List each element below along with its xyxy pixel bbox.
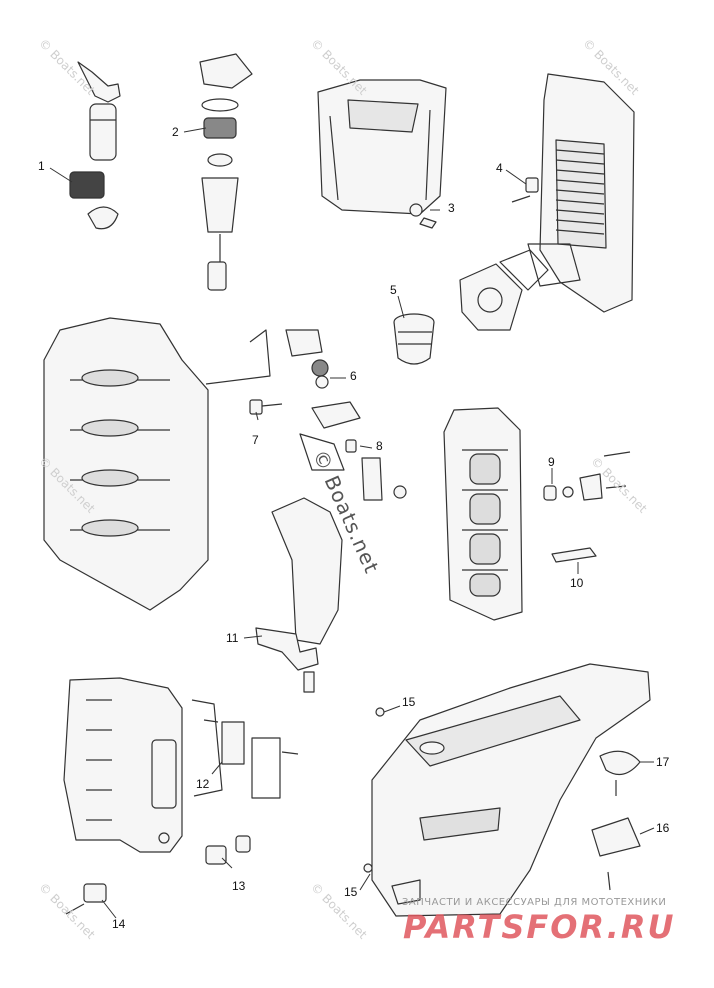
sleeve-parts (65, 835, 251, 915)
callout-15-bottom: 15 (344, 885, 358, 899)
callout-17: 17 (656, 755, 670, 769)
callout-14: 14 (112, 917, 126, 931)
callout-13: 13 (232, 879, 246, 893)
callout-15-top: 15 (402, 695, 416, 709)
shop-tagline: ЗАПЧАСТИ И АКСЕССУАРЫ ДЛЯ МОТОТЕХНИКИ (402, 897, 667, 908)
callout-11: 11 (226, 631, 239, 645)
callout-5: 5 (390, 283, 397, 297)
callout-6: 6 (350, 369, 357, 383)
cylinder-block (43, 317, 209, 611)
thermostat-parts (249, 359, 407, 501)
callout-4: 4 (496, 161, 503, 175)
sensor-parts (543, 451, 631, 563)
oil-pan (317, 79, 447, 229)
callout-10: 10 (570, 576, 584, 590)
callout-2: 2 (172, 125, 179, 139)
exhaust-manifold-cover (511, 73, 635, 313)
fuel-filter-assembly (199, 53, 253, 291)
callout-3: 3 (448, 201, 455, 215)
callout-7: 7 (252, 433, 259, 447)
mount-bracket (255, 497, 343, 693)
leader-lines (49, 127, 655, 919)
shift-bracket (591, 817, 641, 891)
gasket-plate (205, 329, 323, 385)
water-pump-impeller (599, 750, 641, 796)
callout-8: 8 (376, 439, 383, 453)
callout-9: 9 (548, 455, 555, 469)
lower-unit-case (363, 663, 651, 917)
shop-logo: PARTSFOR.RU (403, 908, 676, 946)
callout-16: 16 (656, 821, 670, 835)
thermostat-housing (459, 243, 581, 331)
intake-manifold (63, 677, 183, 853)
cylinder-head (443, 407, 523, 621)
intake-gasket-parts (191, 699, 299, 799)
callout-1: 1 (38, 159, 45, 173)
fuel-pump-assembly (69, 61, 121, 230)
oil-filter (393, 313, 435, 365)
callout-12: 12 (196, 777, 210, 791)
